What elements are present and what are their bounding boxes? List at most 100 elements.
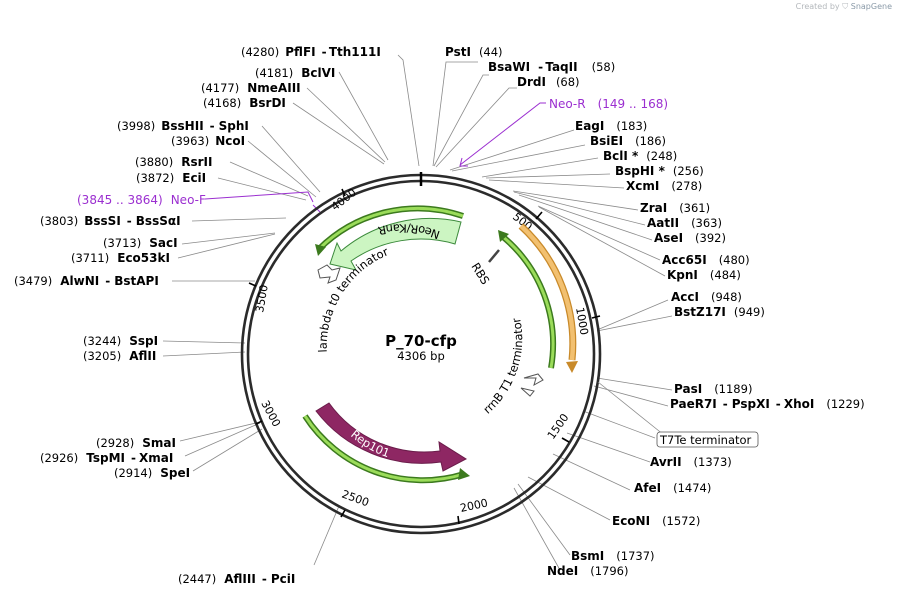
svg-text:(3244)SspI: (3244)SspI [83,334,158,348]
enzyme-name: BspHI * [615,164,666,178]
enzyme-name-2: SphI [219,119,249,133]
svg-text:rrnB T1 terminator: rrnB T1 terminator [480,316,525,416]
enzyme-pos: (1189) [714,382,752,396]
enzyme-name-2: BstAPI [114,274,159,288]
enzyme-name: BsiEI [590,134,623,148]
svg-text:PaeR7I-PspXI-XhoI(1229): PaeR7I-PspXI-XhoI(1229) [670,397,865,411]
enzyme-name: AseI [654,231,683,245]
svg-text:(4280)PflFI-Tth111I: (4280)PflFI-Tth111I [241,45,381,59]
enzyme-name-2: PciI [271,572,296,586]
enzyme-name: DrdI [517,75,546,89]
enzyme-name-3: XhoI [784,397,815,411]
t7te-terminator-callout[interactable]: T7Te terminator [597,381,759,448]
enzyme-name: PaeR7I [670,397,717,411]
enzyme-pos: (949) [734,305,765,319]
primer-range: (149 .. 168) [598,97,668,111]
rbs-marker[interactable] [488,249,500,263]
enzyme-pos: (3803) [40,214,78,228]
snapgene-logo-icon: ⛉ [842,2,849,11]
tick-label-3500: 3500 [253,284,271,314]
backbone [240,172,602,535]
primer-leaders [204,102,546,213]
enzyme-pos: (183) [616,119,647,133]
enzyme-pos: (2914) [114,466,152,480]
enzyme-pos: (3872) [136,171,174,185]
enzyme-pos: (278) [671,179,702,193]
rep101-arrow[interactable] [315,402,468,472]
primer-range: (3845 .. 3864) [77,193,163,207]
svg-text:(3998)BssHII-SphI: (3998)BssHII-SphI [117,119,249,133]
enzyme-name: BssHII [161,119,203,133]
enzyme-pos: (58) [592,60,616,74]
enzyme-name: PflFI [285,45,315,59]
primer-name: Neo-F [171,193,206,207]
enzyme-pos: (480) [719,253,750,267]
svg-text:(2928)SmaI: (2928)SmaI [96,436,176,450]
enzyme-name: PstI [445,45,471,59]
enzyme-name-2: TaqII [545,60,577,74]
svg-text:AvrII(1373): AvrII(1373) [650,455,732,469]
enzyme-pos: (248) [646,149,677,163]
enzyme-name: Acc65I [662,253,707,267]
enzyme-pos: (392) [695,231,726,245]
enzyme-pos: (1572) [662,514,700,528]
enzyme-pos: (3711) [71,251,109,265]
svg-text:(3963)NcoI: (3963)NcoI [171,134,245,148]
svg-text:(3803)BssSI-BssSαI: (3803)BssSI-BssSαI [40,214,181,228]
svg-text:Acc65I(480): Acc65I (480) [662,253,750,267]
enzyme-name: ZraI [640,201,667,215]
snapgene-credit: Created by ⛉ SnapGene [796,2,892,12]
svg-text:AseI(392): AseI (392) [654,231,726,245]
svg-text:EcoNI(1572): EcoNI (1572) [612,514,700,528]
enzyme-name: BstZ17I [674,305,726,319]
rrnb-t1-terminator-arrow[interactable] [520,373,544,397]
enzyme-name: SpeI [160,466,190,480]
enzyme-name: AflIII [224,572,256,586]
plasmid-name: P_70-cfp [385,332,457,350]
enzyme-pos: (186) [635,134,666,148]
enzyme-labels-left: (4280)PflFI-Tth111I (4181)BclVI (4177)Nm… [14,45,381,586]
svg-text:(2447)AflIII-PciI: (2447)AflIII-PciI [178,572,295,586]
svg-text:BsaWI-TaqII(58): BsaWI-TaqII(58) [488,60,615,74]
svg-text:DrdI(68): DrdI (68) [517,75,580,89]
rbs-label: RBS [468,260,492,287]
svg-text:(3713)SacI: (3713)SacI [103,236,178,250]
enzyme-pos: (3244) [83,334,121,348]
enzyme-name: BclI * [603,149,639,163]
enzyme-pos: (484) [710,268,741,282]
enzyme-name: AlwNI [60,274,99,288]
enzyme-name: EciI [182,171,206,185]
enzyme-pos: (1737) [616,549,654,563]
enzyme-name: AatII [647,216,679,230]
neo-f-primer-label: (3845 .. 3864) Neo-F [77,193,206,207]
enzyme-name: EcoNI [612,514,650,528]
tick-marks [248,188,601,525]
enzyme-labels-right: PstI(44) BsaWI-TaqII(58) DrdI(68) Neo-R(… [445,45,865,578]
enzyme-name: RsrII [181,155,212,169]
enzyme-pos: (2928) [96,436,134,450]
enzyme-pos: (3880) [135,155,173,169]
svg-text:Neo-R(149 .. 168): Neo-R(149 .. 168) [549,97,668,111]
tick-label-2000: 2000 [459,496,489,515]
enzyme-pos: (4181) [255,66,293,80]
svg-text:PstI(44): PstI (44) [445,45,503,59]
enzyme-pos: (4168) [203,96,241,110]
svg-text:NdeI(1796): NdeI(1796) [547,564,629,578]
enzyme-pos: (2447) [178,572,216,586]
lambda-t0-terminator-arrow[interactable] [317,264,341,284]
rrnb-t1-terminator-label: rrnB T1 terminator [480,316,525,416]
svg-text:(4181)BclVI: (4181)BclVI [255,66,335,80]
svg-text:(4168)BsrDI: (4168)BsrDI [203,96,286,110]
enzyme-pos: (44) [479,45,503,59]
svg-text:BspHI *(256): BspHI *(256) [615,164,704,178]
enzyme-pos: (361) [679,201,710,215]
tick-label-4000: 4000 [329,186,359,213]
svg-text:PasI(1189): PasI (1189) [674,382,752,396]
tick-label-1500: 1500 [545,411,572,441]
enzyme-name: PasI [674,382,702,396]
enzyme-pos: (68) [556,75,580,89]
enzyme-pos: (1373) [694,455,732,469]
svg-text:(2914)SpeI: (2914) SpeI [114,466,190,480]
neor-kanr-arrow[interactable] [329,218,462,271]
t7te-terminator-label: T7Te terminator [659,433,752,447]
